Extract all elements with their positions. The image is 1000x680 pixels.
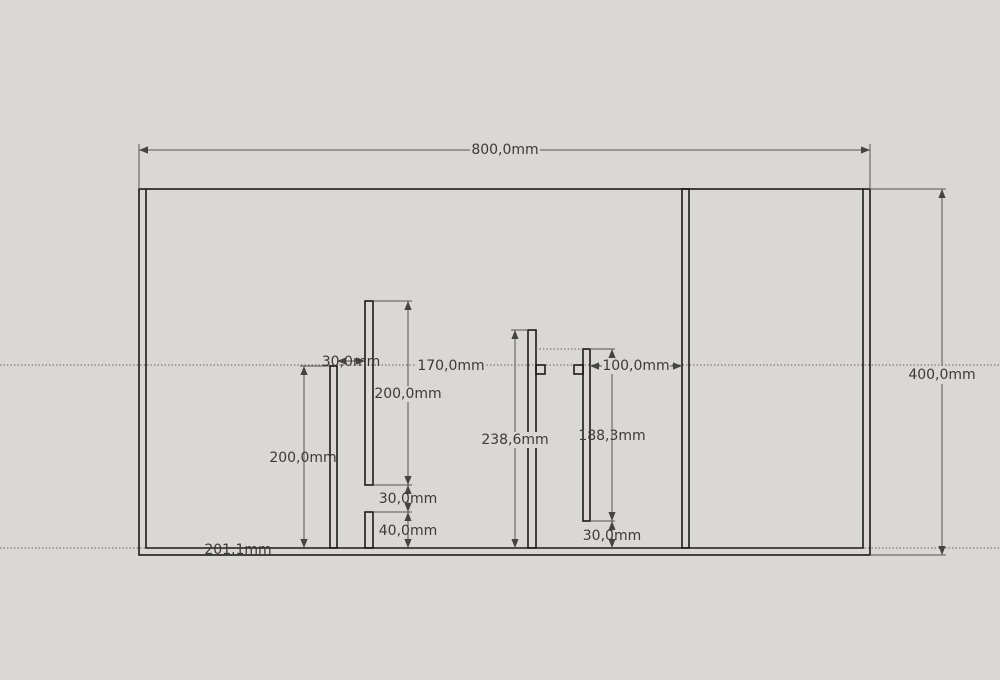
dimension-label: 400,0mm [908,367,975,383]
dimension-label: 170,0mm [417,358,484,374]
dimension-label: 200,0mm [269,450,336,466]
bracket-middle[interactable] [535,364,546,375]
bracket-right[interactable] [573,364,584,375]
dimension-left-gap[interactable]: 30,0mm [322,354,380,370]
divider-panel[interactable] [681,188,690,549]
dimension-label: 30,0mm [322,354,380,370]
panel-left[interactable] [329,365,338,549]
dimension-right-panel-height[interactable]: 188,3mm [536,348,646,522]
dimension-label: 188,3mm [578,428,645,444]
dimension-upper-gap[interactable]: 30,0mm [379,485,437,512]
dimension-right-gap[interactable]: 30,0mm [583,521,641,548]
dimension-label: 200,0mm [374,386,441,402]
dimension-label: 100,0mm [602,358,669,374]
dimension-label: 800,0mm [471,142,538,158]
dimension-upper-panel-height[interactable]: 200,0mm [373,300,443,513]
dimension-label: 201,1mm [204,542,271,558]
dimension-label: 238,6mm [481,432,548,448]
panel-lower-stub[interactable] [364,511,374,549]
dimension-middle-panel-height[interactable]: 238,6mm [481,329,549,548]
dimension-overall-height[interactable]: 400,0mm [870,188,976,556]
panel-right[interactable] [582,348,591,522]
dimension-overall-width[interactable]: 800,0mm [138,142,871,189]
dimension-right-span[interactable]: 100,0mm [590,358,682,374]
dimension-label: 30,0mm [379,491,437,507]
dimension-label: 40,0mm [379,523,437,539]
cabinet-outline[interactable] [138,188,871,556]
dimension-bottom-offset[interactable]: 201,1mm [204,542,271,558]
dimension-center-span[interactable]: 170,0mm [416,358,486,374]
dimension-left-panel-height[interactable]: 200,0mm [269,365,337,548]
dimension-lower-stub-height[interactable]: 40,0mm [379,512,437,548]
dimension-label: 30,0mm [583,528,641,544]
panel-upper[interactable] [364,300,374,486]
